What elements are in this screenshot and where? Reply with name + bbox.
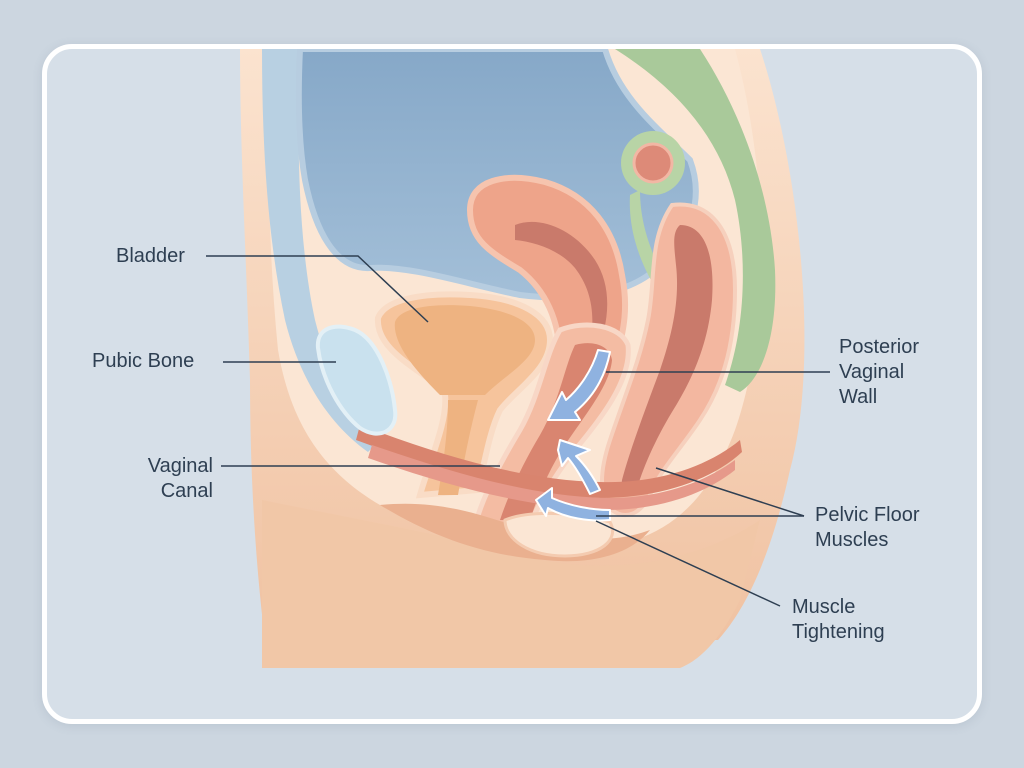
abdominal-wall bbox=[262, 49, 380, 452]
label-posterior-vaginal-wall: Posterior Vaginal Wall bbox=[839, 335, 919, 410]
label-bladder: Bladder bbox=[116, 245, 185, 267]
label-pelvic-floor-line1: Pelvic Floor bbox=[815, 504, 920, 526]
body-base bbox=[262, 500, 760, 668]
uterus bbox=[466, 174, 629, 363]
leader-lines bbox=[206, 255, 830, 607]
pubic-bone-shape bbox=[315, 324, 398, 436]
label-vaginal-canal-line2: Canal bbox=[160, 480, 213, 502]
label-pelvic-floor-line2: Muscles bbox=[815, 529, 889, 551]
leader-bladder bbox=[206, 255, 429, 323]
arrow-lower bbox=[535, 487, 611, 522]
leader-muscle-tightening bbox=[595, 520, 781, 607]
label-posterior-line2: Vaginal bbox=[839, 361, 905, 383]
arrow-middle bbox=[557, 439, 601, 495]
label-muscle-tightening-line1: Muscle bbox=[792, 596, 856, 618]
label-muscle-tightening: Muscle Tightening bbox=[792, 595, 885, 645]
label-pubic-bone: Pubic Bone bbox=[92, 350, 195, 372]
label-muscle-tightening-line2: Tightening bbox=[792, 621, 885, 643]
leader-pelvic-floor-1 bbox=[655, 467, 805, 517]
label-posterior-line1: Posterior bbox=[839, 336, 920, 358]
label-posterior-line3: Wall bbox=[839, 386, 878, 408]
label-pelvic-floor-muscles: Pelvic Floor Muscles bbox=[815, 503, 919, 553]
pelvic-floor-muscle-band bbox=[356, 425, 742, 498]
label-vaginal-canal: Vaginal Canal bbox=[120, 454, 213, 504]
arrow-upper bbox=[547, 349, 611, 421]
tightening-arrows bbox=[535, 349, 611, 522]
label-vaginal-canal-line1: Vaginal bbox=[147, 455, 213, 477]
sacrum-colon bbox=[615, 49, 776, 392]
